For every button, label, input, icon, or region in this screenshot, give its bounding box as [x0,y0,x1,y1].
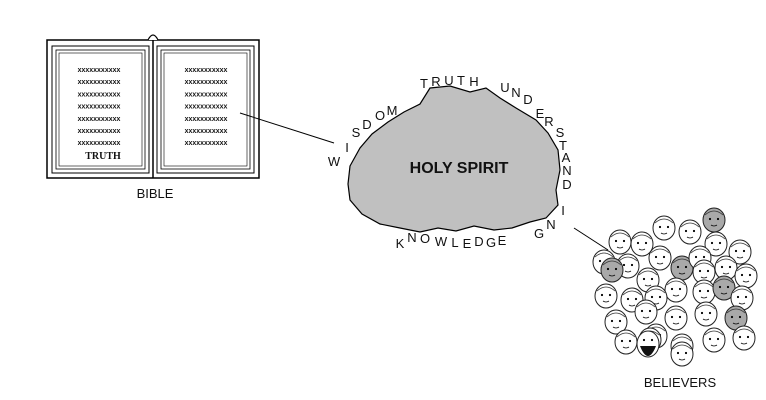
truth-letter: T [420,76,428,91]
believer-face [694,301,718,327]
holy-spirit-cloud [347,85,561,233]
believer-face [712,275,736,301]
believer-face [630,231,654,257]
believer-face [678,219,702,245]
connector-bible-spirit [239,112,335,144]
believer-face-bearded [636,330,660,358]
believer-face [664,277,688,303]
truth-letter: T [457,73,465,88]
understanding-letter: R [544,114,553,129]
understanding-letter: E [536,106,545,121]
believer-face [704,231,728,257]
word-understanding: U N D E R S T A N D I N G [500,80,571,241]
believer-face [670,341,694,367]
understanding-letter: T [559,138,567,153]
wisdom-letter: O [375,108,385,123]
believer-face [702,207,726,233]
bible-text-line: xxxxxxxxxxx [185,128,228,135]
bible-text-line: xxxxxxxxxxx [78,91,121,98]
bible-text-line: xxxxxxxxxxx [78,116,121,123]
bible-text-line: xxxxxxxxxxx [185,140,228,147]
knowledge-letter: G [486,235,496,250]
truth-letter: H [469,74,478,89]
knowledge-letter: N [407,230,416,245]
understanding-letter: U [500,80,509,95]
wisdom-letter: I [345,140,349,155]
bible-truth-label: TRUTH [85,151,121,162]
understanding-letter: G [534,226,544,241]
holy-spirit-label: HOLY SPIRIT [410,160,509,177]
bible-text-line: xxxxxxxxxxx [185,91,228,98]
bible-text-line: xxxxxxxxxxx [78,128,121,135]
believer-face [664,305,688,331]
knowledge-letter: D [474,234,483,249]
bible-right-page: xxxxxxxxxxx xxxxxxxxxxx xxxxxxxxxxx xxxxxxx… [156,45,255,174]
believer-face [608,229,632,255]
wisdom-letter: S [352,125,361,140]
bible-caption: BIBLE [137,186,174,201]
knowledge-letter: W [435,234,448,249]
believer-face [728,239,752,265]
bible-text-line: xxxxxxxxxxx [78,140,121,147]
bible-text-line: xxxxxxxxxxx [185,104,228,111]
knowledge-letter: E [498,233,507,248]
bible-book: xxxxxxxxxxx xxxxxxxxxxx xxxxxxxxxxx xxxxxxx… [46,34,260,179]
understanding-letter: N [546,217,555,232]
believer-face [614,329,638,355]
believer-face [732,325,756,351]
bible-text-line: xxxxxxxxxxx [185,67,228,74]
believer-face [702,327,726,353]
word-knowledge: K N O W L E D G E [396,230,507,251]
believer-face [604,309,628,335]
believer-face [734,263,758,289]
truth-letter: R [431,74,440,89]
believers-crowd [592,207,758,367]
believer-face [600,257,624,283]
word-truth: T R U T H [420,73,479,91]
wisdom-letter: W [328,154,341,169]
believer-face [692,279,716,305]
bible-text-line: xxxxxxxxxxx [185,79,228,86]
understanding-letter: S [556,125,565,140]
understanding-letter: D [562,177,571,192]
connector-spirit-believers [573,227,609,251]
bible-text-line: xxxxxxxxxxx [78,67,121,74]
believer-face [648,245,672,271]
bible-text-line: xxxxxxxxxxx [78,104,121,111]
understanding-letter: D [523,92,532,107]
believer-face [594,283,618,309]
knowledge-letter: L [451,235,458,250]
understanding-letter: I [561,203,565,218]
believer-face [692,259,716,285]
wisdom-letter: D [362,117,371,132]
knowledge-letter: O [420,231,430,246]
bible-text-line: xxxxxxxxxxx [185,116,228,123]
understanding-letter: N [562,163,571,178]
bible-left-page: xxxxxxxxxxx xxxxxxxxxxx xxxxxxxxxxx xxxxxxx… [51,45,150,174]
wisdom-letter: M [387,103,398,118]
believer-face [634,299,658,325]
believer-face [652,215,676,241]
believers-caption: BELIEVERS [644,375,717,390]
understanding-letter: N [511,85,520,100]
truth-letter: U [444,73,453,88]
bible-text-line: xxxxxxxxxxx [78,79,121,86]
knowledge-letter: K [396,236,405,251]
word-wisdom: W I S D O M [328,103,398,169]
understanding-letter: A [562,150,571,165]
knowledge-letter: E [463,236,472,251]
